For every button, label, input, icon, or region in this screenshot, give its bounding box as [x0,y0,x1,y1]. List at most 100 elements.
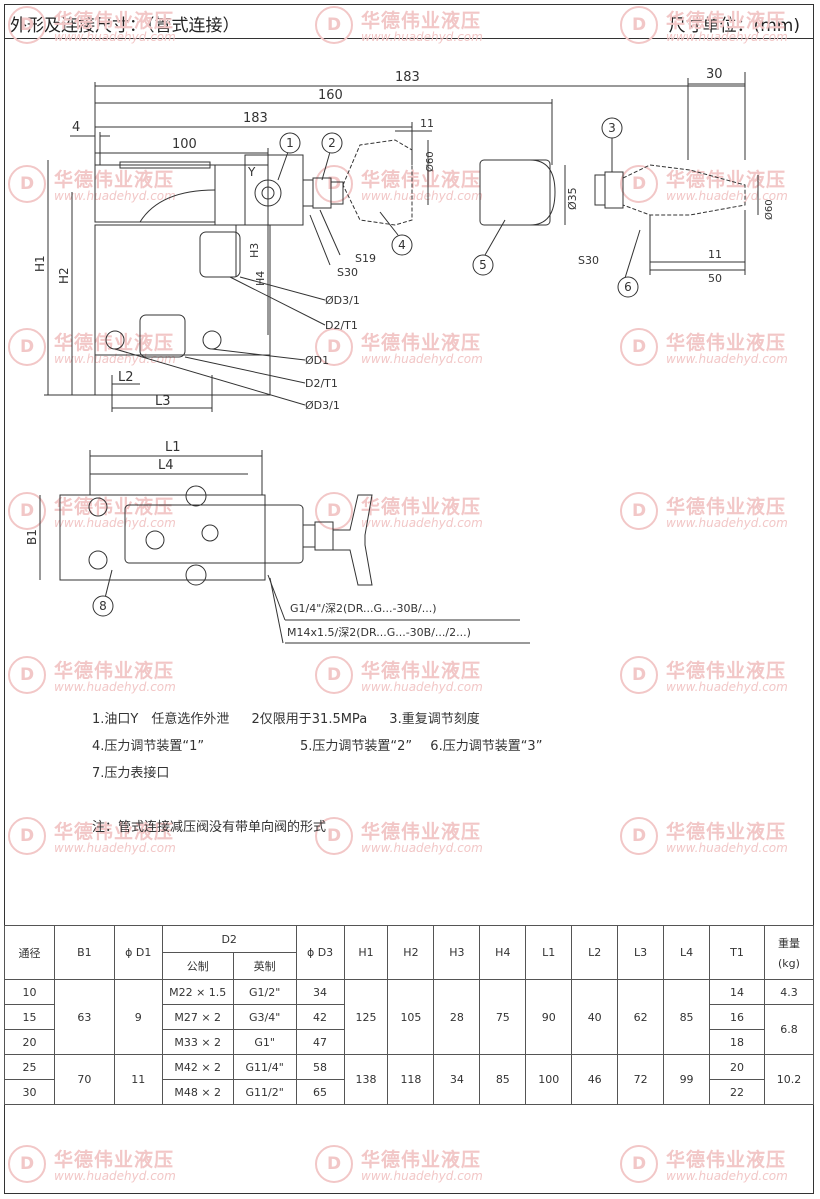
notes-remark: 注：管式连接减压阀没有带单向阀的形式 [92,816,326,835]
dim-l3: L3 [155,394,171,409]
cap-5 [479,159,551,226]
watermark-logo-icon: D [8,1145,46,1183]
cell-t1: 20 [709,1054,765,1080]
handle-2 [342,139,413,226]
col-weight-label: 重量 [777,937,800,950]
callout-2: 2 [328,136,336,150]
notes-line-2: 4.压力调节装置“1” [92,735,204,754]
dim-phi60-a: Ø60 [424,151,436,172]
valve-block [94,224,271,396]
cell-h2: 118 [387,1054,435,1105]
callout-1: 1 [286,136,294,150]
note-1: 1.油口Y 任意选作外泄 [92,712,230,727]
dim-s30-a: S30 [337,266,358,279]
col-l3: L3 [617,925,665,980]
watermark-logo-icon: D [315,817,353,855]
watermark-logo-icon: D [620,492,658,530]
col-d1: ϕ D1 [113,925,163,980]
dim-183-top: 183 [395,70,420,85]
cell-d3: 47 [295,1029,345,1055]
cell-d2-imperial: G11/4" [232,1054,297,1080]
watermark-logo-icon: D [8,6,46,44]
dim-100: 100 [172,137,197,152]
cell-l1: 100 [525,1054,573,1105]
callout-8: 8 [99,599,107,613]
col-b1: B1 [53,925,115,980]
col-h1: H1 [343,925,389,980]
col-t1: T1 [709,925,765,980]
col-d2-metric: 公制 [161,952,234,980]
notes-line-1: 1.油口Y 任意选作外泄 2仅限用于31.5MPa 3.重复调节刻度 [92,708,480,727]
watermark-logo-icon: D [620,328,658,366]
dim-phi-d3-1-b: ØD3/1 [305,399,340,412]
cell-h1: 138 [343,1054,389,1105]
cell-d2-imperial: G1" [232,1029,297,1055]
top-view-block [59,494,266,581]
table-header-row: 通径 B1 ϕ D1 D2 ϕ D3 H1 H2 H3 H4 L1 L2 L3 … [4,925,815,980]
watermark-logo-icon: D [620,6,658,44]
cell-b1: 63 [53,979,115,1055]
note-3: 3.重复调节刻度 [389,712,480,727]
watermark-logo-icon: D [315,492,353,530]
page-title: 外形及连接尺寸：（管式连接） [10,16,240,36]
cell-d3: 65 [295,1079,345,1105]
callout-circles [92,117,639,617]
col-d3: ϕ D3 [295,925,345,980]
vertical-dimension-labels: H1 H2 H3 H4 Ø60 Ø35 Ø60 B1 [25,151,775,545]
cell-d2-imperial: G1/2" [232,979,297,1005]
cell-h3: 34 [433,1054,481,1105]
col-l2: L2 [571,925,619,980]
col-h4: H4 [479,925,527,980]
callout-labels: 1 2 3 4 5 6 8 [99,121,632,613]
note-6: 6.压力调节装置“3” [430,739,543,754]
cell-t1: 14 [709,979,765,1005]
cell-d2-metric: M27 × 2 [161,1004,234,1030]
dim-11-top: 11 [420,117,434,130]
col-size: 通径 [4,925,55,980]
dim-4: 4 [72,120,80,135]
cell-l3: 72 [617,1054,665,1105]
cell-size: 25 [4,1054,55,1080]
port-upper [199,231,241,278]
handle-3 [622,164,746,216]
note-7: 7.压力表接口 [92,766,170,781]
col-h3: H3 [433,925,481,980]
technical-drawing: 1 2 3 4 5 6 8 183 30 160 183 4 11 100 Y … [25,67,775,644]
notes-line-2b: 5.压力调节装置“2” 6.压力调节装置“3” [300,735,542,754]
drawing-lines [39,72,759,644]
dim-d2-t1-b: D2/T1 [305,377,338,390]
cell-d2-metric: M42 × 2 [161,1054,234,1080]
cell-l1: 90 [525,979,573,1055]
col-d2: D2 [161,925,297,953]
watermark-logo-icon: D [620,1145,658,1183]
dim-phi-d1: ØD1 [305,354,329,367]
cell-weight: 10.2 [763,1054,815,1105]
port-lower [139,314,186,358]
callout-5: 5 [479,258,487,272]
cell-h4: 75 [479,979,527,1055]
callout-4: 4 [398,238,406,252]
cell-l4: 99 [663,1054,711,1105]
unit-label: 尺寸单位：(mm) [668,16,800,36]
port-y-label: Y [247,165,256,179]
cell-size: 15 [4,1004,55,1030]
cell-d3: 42 [295,1004,345,1030]
cell-size: 30 [4,1079,55,1105]
table-row: 25 70 11 M42 × 2 G11/4" 58 138 118 34 85… [4,1054,815,1105]
cell-d1: 9 [113,979,163,1055]
callout-6: 6 [624,280,632,294]
thread-spec-1: G1/4"/深2(DR...G...-30B/...) [290,602,437,615]
cell-t1: 16 [709,1004,765,1030]
cell-d2-imperial: G3/4" [232,1004,297,1030]
watermark-logo-icon: D [315,328,353,366]
note-5: 5.压力调节装置“2” [300,739,413,754]
watermark-logo-icon: D [8,165,46,203]
cell-size: 10 [4,979,55,1005]
cell-h4: 85 [479,1054,527,1105]
watermark-logo-icon: D [8,328,46,366]
solenoid-body [94,164,216,223]
watermark-logo-icon: D [315,6,353,44]
port-y [254,179,282,207]
note-2: 2仅限用于31.5MPa [251,712,368,727]
cell-t1: 18 [709,1029,765,1055]
